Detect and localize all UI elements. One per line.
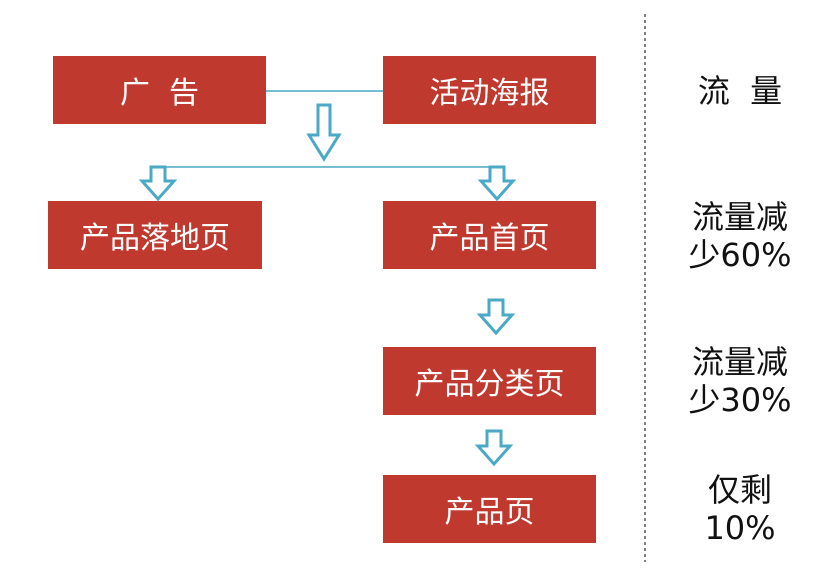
traffic-reduce-60-note: 流量减 少60%: [675, 198, 805, 274]
traffic-remaining-line2: 10%: [704, 509, 776, 547]
traffic-reduce-60-line1: 流量减: [691, 198, 788, 236]
down-arrow-icon: [474, 429, 514, 467]
down-arrow-icon: [138, 165, 178, 202]
event-poster-box: 活动海报: [383, 56, 596, 124]
down-arrow-icon: [306, 103, 342, 162]
traffic-reduce-30-line2: 少30%: [688, 381, 792, 419]
ad-box: 广 告: [53, 56, 266, 124]
traffic-reduce-30-line1: 流量减: [691, 343, 788, 381]
traffic-reduce-60-line2: 少60%: [688, 236, 792, 274]
category-page-box: 产品分类页: [383, 347, 596, 415]
traffic-remaining-line1: 仅剩: [707, 471, 772, 509]
home-page-box: 产品首页: [383, 201, 596, 269]
traffic-reduce-30-note: 流量减 少30%: [675, 343, 805, 419]
traffic-label: 流 量: [697, 72, 783, 110]
traffic-remaining-note: 仅剩 10%: [675, 471, 805, 547]
down-arrow-icon: [476, 298, 516, 336]
down-arrow-icon: [477, 165, 517, 202]
landing-page-box: 产品落地页: [48, 201, 262, 269]
product-page-box: 产品页: [383, 475, 596, 543]
